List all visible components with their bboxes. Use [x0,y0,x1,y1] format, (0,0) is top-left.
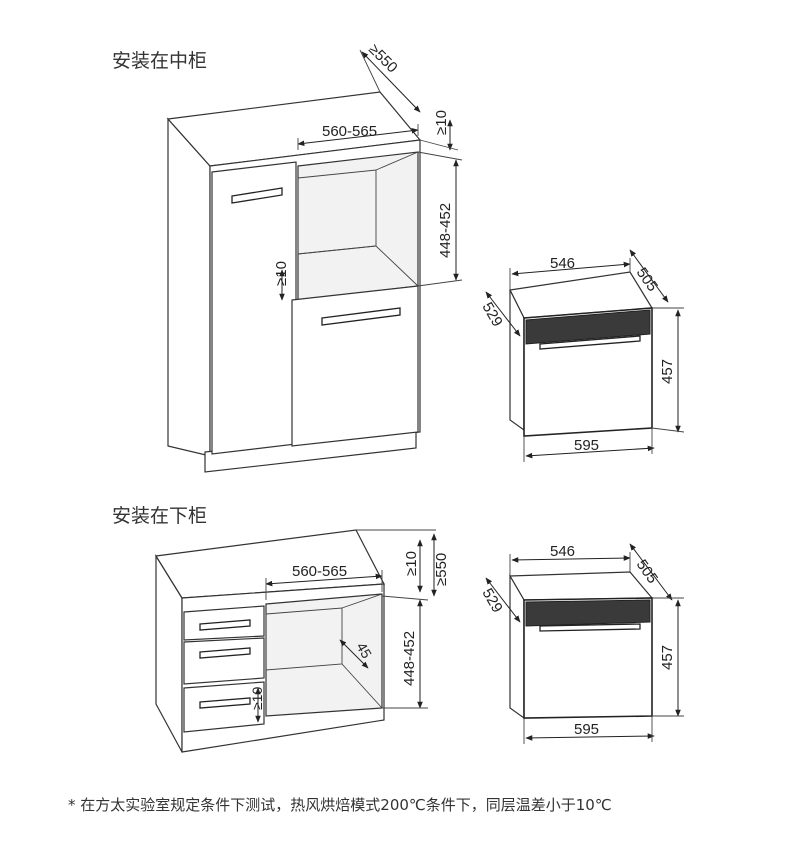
lower-height-label: 448-452 [401,631,418,686]
footnote: * 在方太实验室规定条件下测试，热风烘焙模式200℃条件下，同层温差小于10℃ [68,796,612,814]
middle-top-gap-label: ≥10 [433,110,450,135]
middle-cabinet [166,91,422,473]
middle-oven-side-depth: 529 [479,300,506,330]
lower-oven-side-depth: 529 [479,586,506,616]
lower-dimensions: 560-565 ≥10 ≥550 448-452 45 ≥10 [249,529,450,723]
lower-oven-front-width: 595 [574,721,599,738]
section-lower-title: 安装在下柜 [112,505,207,527]
lower-oven: 546 505 529 457 595 [479,543,684,744]
lower-cabinet [155,529,385,753]
section-middle-title: 安装在中柜 [112,50,207,72]
middle-oven-height: 457 [659,359,676,384]
lower-top-gap-label: ≥10 [403,551,420,576]
lower-width-label: 560-565 [292,563,347,580]
middle-oven-front-width: 595 [574,437,599,454]
middle-oven: 546 505 529 457 595 [479,249,685,462]
lower-bottom-gap-label: ≥10 [249,687,265,710]
lower-angle-label: 45 [353,640,375,662]
lower-oven-top-width: 546 [550,543,575,560]
lower-oven-height: 457 [659,645,676,670]
lower-depth-label: ≥550 [433,553,450,586]
middle-oven-top-width: 546 [550,255,575,272]
middle-width-label: 560-565 [322,123,377,140]
middle-height-label: 448-452 [437,203,454,258]
middle-side-gap-label: ≥10 [273,261,290,286]
